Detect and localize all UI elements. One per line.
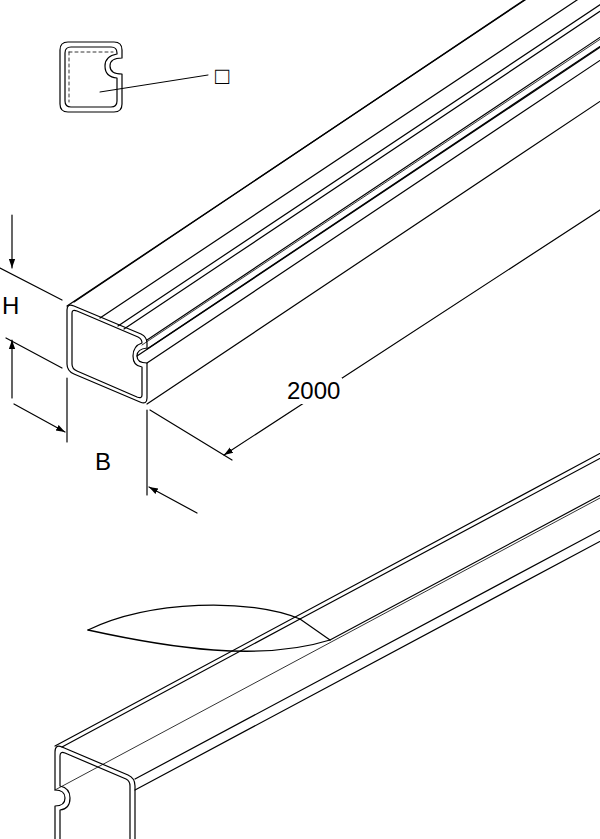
dimension-h — [0, 215, 62, 398]
trunking-lower — [55, 448, 600, 839]
dimension-label: 2000 — [285, 378, 342, 404]
inset-profile — [60, 42, 208, 112]
trunking-upper — [67, 0, 600, 404]
dimension-b — [14, 378, 197, 513]
symbol-label: □ — [213, 63, 232, 89]
dimension-length — [150, 210, 600, 460]
dimension-label: H — [0, 293, 21, 319]
dimension-label: B — [93, 449, 113, 475]
